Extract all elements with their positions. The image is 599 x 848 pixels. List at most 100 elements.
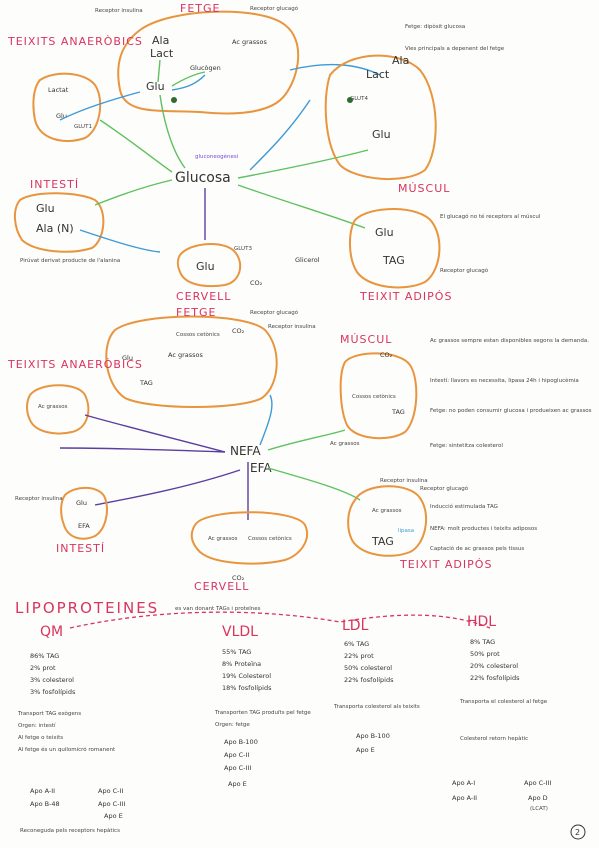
cervell-co2: CO₂ — [250, 279, 263, 287]
fetge2-receptor-insulina: Receptor insulina — [268, 324, 316, 330]
arrow-nefa-muscul — [267, 429, 346, 451]
vldl-apo-1: Apo B-100 — [224, 738, 258, 746]
adipos2-tag: TAG — [371, 535, 394, 548]
fetge-organ-outline — [117, 10, 300, 115]
qm-apo-4: Apo C-III — [98, 800, 125, 808]
intesti2-outline — [60, 486, 108, 540]
cervell2-outline — [190, 511, 308, 565]
anaerobic-glu: Glu — [56, 112, 67, 120]
adipos2-lipasa: lipasa — [398, 528, 414, 534]
muscul2-tag: TAG — [391, 408, 405, 416]
cervell2-title: CERVELL — [194, 580, 249, 593]
arrow-blue-4 — [79, 229, 161, 253]
fetge2-receptor-glucago: Receptor glucagó — [250, 309, 299, 316]
adipos2-receptor-glucago: Receptor glucagó — [420, 485, 469, 492]
mid-note-bottom-3: Captació de ac grassos pels tissus — [430, 545, 524, 552]
lipo-subtitle: es van donant TAGs i proteïnes — [175, 606, 261, 612]
ldl-title: LDL — [342, 618, 369, 634]
hdl-title: HDL — [467, 614, 496, 630]
arrow-nefa-fetge — [259, 394, 273, 446]
muscul-ala: Ala — [392, 54, 409, 67]
muscul-transporter-dot — [347, 97, 353, 103]
intesti2-title: INTESTÍ — [56, 542, 105, 555]
gluconeogenesi-label: gluconeogènesi — [195, 153, 239, 160]
mid-note-bottom-2: NEFA: molt productes i teixits adiposos — [430, 526, 537, 532]
teixits2-ac-grassos: Ac grassos — [38, 404, 68, 410]
intesti-title: INTESTÍ — [30, 178, 79, 191]
vldl-note-1: Transporten TAG produïts pel fetge — [214, 710, 311, 716]
arrow-efa-intesti — [94, 469, 241, 506]
qm-apo-note: Reconeguda pels receptors hepàtics — [20, 827, 120, 834]
muscul2-cossos: Cossos cetònics — [352, 393, 396, 400]
fetge-lact: Lact — [150, 47, 174, 60]
muscul2-co2: CO₂ — [380, 351, 393, 359]
vldl-apo-3: Apo C-III — [224, 764, 251, 772]
qm-note-1: Transport TAG exògens — [17, 710, 81, 717]
note-right-2: Vies principals a depenent del fetge — [405, 46, 505, 52]
arrow-glucosa-muscul — [237, 149, 369, 179]
efa-label: EFA — [250, 461, 272, 475]
mid-ac-grassos: Ac grassos — [330, 441, 360, 447]
fetge-title: FETGE — [180, 2, 220, 15]
fetge2-outline — [105, 315, 278, 408]
muscul-outline — [324, 54, 437, 181]
muscul2-title: MÚSCUL — [340, 333, 392, 346]
mid-note-bottom-1: Inducció estimulada TAG — [430, 503, 498, 510]
glicerol-label: Glicerol — [295, 256, 320, 264]
intesti2-efa: EFA — [78, 522, 90, 530]
qm-note-2: Orgen: intestí — [18, 722, 56, 729]
arrow-blue-2 — [249, 99, 311, 171]
lipoproteines-section: LIPOPROTEINES es van donant TAGs i prote… — [15, 599, 551, 834]
muscul-glu: Glu — [372, 128, 391, 141]
hdl-apo-3: Apo C-III — [524, 779, 551, 787]
hdl-apo-note: (LCAT) — [530, 806, 548, 812]
fetge-ala: Ala — [152, 34, 169, 47]
mid-note-right-1: Ac grassos sempre estan disponibles sego… — [430, 338, 589, 344]
qm-line-3: 3% colesterol — [30, 676, 74, 684]
adipos-tag: TAG — [382, 254, 405, 267]
fetge2-tag: TAG — [139, 379, 153, 387]
adipos-glu: Glu — [375, 226, 394, 239]
adipos-outline — [349, 208, 441, 289]
anaerobic-lactat: Lactat — [48, 86, 69, 94]
ldl-line-3: 50% colesterol — [344, 664, 392, 672]
arrow-blue-3 — [59, 91, 141, 121]
muscul-lact: Lact — [366, 68, 390, 81]
glucosa-center: Glucosa — [175, 170, 231, 186]
intesti2-receptor-insulina: Receptor insulina — [15, 496, 63, 502]
qm-title: QM — [40, 624, 63, 640]
cervell-glut3: GLUT3 — [234, 246, 252, 252]
transporter-dot — [171, 97, 177, 103]
ldl-line-4: 22% fosfolípids — [344, 676, 394, 684]
vldl-line-1: 55% TAG — [222, 648, 251, 656]
cervell-glu: Glu — [196, 260, 215, 273]
vldl-apo-4: Apo E — [228, 780, 247, 788]
vldl-note-2: Orgen: fetge — [215, 722, 250, 728]
arrow-intesti-glucosa — [94, 179, 173, 206]
mid-note-right-2: Intestí: llavors es necessita, lipasa 24… — [430, 377, 579, 384]
cervell-outline — [176, 243, 242, 288]
fetge2-cossos-cetonics: Cossos cetònics — [176, 331, 220, 338]
fetge2-co2: CO₂ — [232, 327, 245, 335]
vldl-line-4: 18% fosfolípids — [222, 684, 272, 692]
mid-note-right-4: Fetge: sintetitza colesterol — [430, 443, 503, 449]
qm-line-1: 86% TAG — [30, 652, 59, 660]
qm-line-4: 3% fosfolípids — [30, 688, 76, 696]
arrow-nefa-teixits — [84, 414, 226, 453]
cervell2-ac-grassos: Ac grassos — [208, 536, 238, 542]
arrow-anaerobic — [99, 119, 173, 173]
hdl-line-4: 22% fosfolípids — [470, 674, 520, 682]
teixits2-outline — [26, 384, 90, 435]
arrow-fetge-glucosa — [159, 94, 186, 169]
fetge-glucogen: Glucògen — [190, 64, 221, 72]
qm-apo-2: Apo B-48 — [30, 800, 60, 808]
hdl-apo-4: Apo D — [528, 794, 548, 802]
mid-note-right-3: Fetge: no poden consumir glucosa i produ… — [430, 408, 592, 414]
fetge2-ac-grassos: Ac grassos — [168, 351, 204, 359]
ldl-note-1: Transporta colesterol als teixits — [333, 704, 420, 710]
qm-note-4: Al fetge és un quilomicró romanent — [18, 746, 116, 753]
muscul-glut4: GLUT4 — [350, 96, 368, 102]
adipos2-title: TEIXIT ADIPÓS — [399, 558, 492, 571]
qm-apo-1: Apo A-II — [30, 787, 55, 795]
